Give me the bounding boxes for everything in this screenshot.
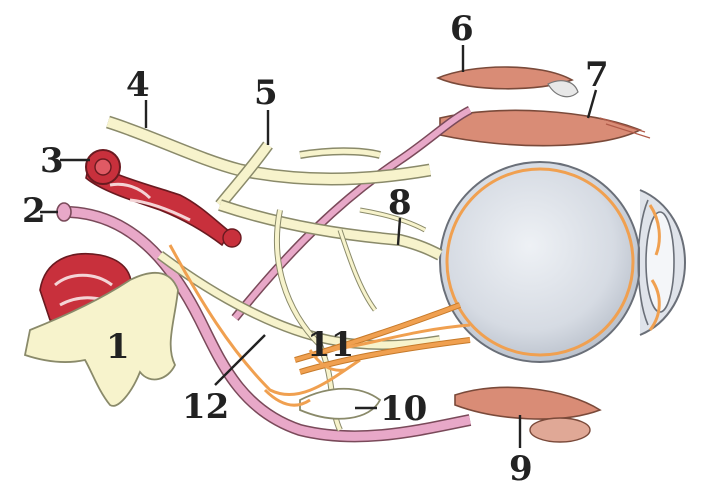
label-3: 3 — [40, 141, 64, 181]
label-9: 9 — [509, 449, 533, 489]
label-12: 12 — [182, 387, 229, 427]
label-1: 1 — [106, 327, 130, 367]
label-7: 7 — [585, 55, 609, 95]
label-8: 8 — [388, 183, 412, 223]
label-4: 4 — [126, 65, 150, 105]
label-10: 10 — [380, 389, 427, 429]
eyeball — [440, 162, 685, 362]
label-2: 2 — [22, 191, 46, 231]
label-11: 11 — [307, 325, 354, 365]
label-6: 6 — [450, 9, 474, 49]
superior-rectus-muscle — [440, 110, 650, 145]
label-5: 5 — [254, 73, 278, 113]
superior-muscle — [438, 67, 578, 97]
inferior-muscle — [455, 387, 600, 442]
